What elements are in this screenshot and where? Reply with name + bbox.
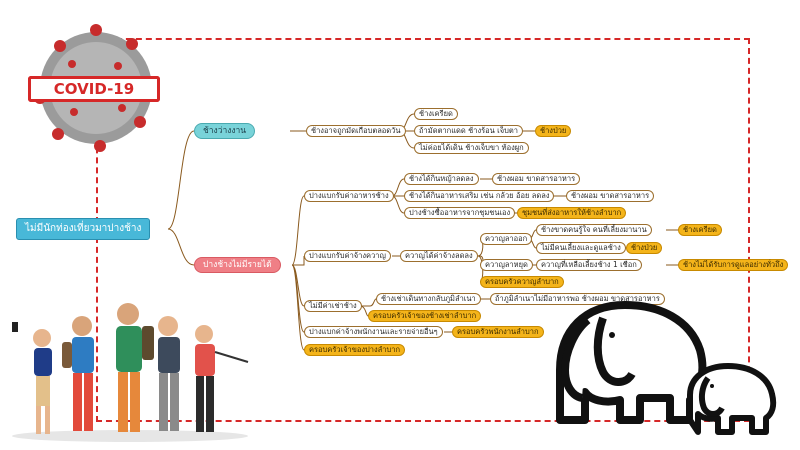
root-node: ไม่มีนักท่องเที่ยวมาปางช้าง bbox=[16, 218, 151, 240]
staff-cost: ปางแบกค่าจ้างพนักงานและรายจ่ายอื่นๆ bbox=[304, 326, 443, 338]
jobless-tied-all-day: ช้างอาจถูกมัดเกือบตลอดวัน bbox=[306, 125, 406, 137]
tourist-1 bbox=[12, 322, 52, 434]
mahout-family-hardship: ครอบครัวควาญลำบาก bbox=[480, 276, 564, 288]
food-result-1: ช้างผอม ขาดสารอาหาร bbox=[492, 173, 581, 185]
food-item-3: ปางช้างซื้ออาหารจากชุมชนเอง bbox=[404, 207, 516, 219]
mahout-quit: ควาญลาออก bbox=[480, 233, 533, 245]
elephant-small-icon bbox=[687, 363, 777, 435]
jobless-effect-2: ถ้ามัดตากแดด ช้างร้อน เจ็บตา bbox=[414, 125, 523, 137]
food-item-1: ช้างได้กินหญ้าลดลง bbox=[404, 173, 479, 185]
mahout-quit-result-1: ช้างเครียด bbox=[678, 224, 722, 236]
food-result-3: ชุมชนที่ส่งอาหารให้ช้างลำบาก bbox=[517, 207, 627, 219]
mahout-wage: ปางแบกรับค่าจ้างควาญ bbox=[304, 250, 391, 262]
mahout-pause: ควาญลาหยุด bbox=[480, 259, 533, 271]
food-cost: ปางแบกรับค่าอาหารช้าง bbox=[304, 190, 394, 202]
food-item-2: ช้างได้กินอาหารเสริม เช่น กล้วย อ้อย ลดล… bbox=[404, 190, 555, 202]
jobless-result-sick: ช้างป่วย bbox=[535, 125, 572, 137]
mahout-reduced-pay: ควาญได้ค่าจ้างลดลง bbox=[400, 250, 478, 262]
branch-jobless: ช้างว่างงาน bbox=[194, 123, 256, 139]
mahout-pause-item: ควาญที่เหลือเลี้ยงช้าง 1 เชือก bbox=[536, 259, 642, 271]
tourist-2 bbox=[62, 316, 94, 431]
line-root-noincome bbox=[167, 228, 195, 266]
mahout-quit-item-1: ช้างขาดคนรู้ใจ คนที่เลี้ยงมานาน bbox=[536, 224, 652, 236]
branch-no-income: ปางช้างไม่มีรายได้ bbox=[194, 257, 281, 273]
rent-elephants-return: ช้างเช่าเดินทางกลับภูมิลำเนา bbox=[376, 293, 481, 305]
mahout-quit-result-2: ช้างป่วย bbox=[626, 242, 663, 254]
rent-owner-family-hardship: ครอบครัวเจ้าของช้างเช่าลำบาก bbox=[368, 310, 482, 322]
line-root-jobless bbox=[167, 130, 195, 230]
mahout-quit-item-2: ไม่มีคนเลี้ยงและดูแลช้าง bbox=[536, 242, 626, 254]
staff-family-hardship: ครอบครัวพนักงานลำบาก bbox=[452, 326, 544, 338]
food-result-2: ช้างผอม ขาดสารอาหาร bbox=[566, 190, 655, 202]
tourist-4 bbox=[158, 316, 180, 431]
tourist-3 bbox=[116, 303, 154, 432]
camp-owner-family-hardship: ครอบครัวเจ้าของปางลำบาก bbox=[304, 344, 405, 356]
covid-19-label: COVID-19 bbox=[28, 76, 160, 102]
jobless-effect-1: ช้างเครียด bbox=[414, 108, 458, 120]
elephant-large-icon bbox=[556, 301, 707, 424]
jobless-effect-3: ไม่ค่อยได้เดิน ช้างเจ็บขา ท้องผูก bbox=[414, 142, 529, 154]
mahout-pause-result: ช้างไม่ได้รับการดูแลอย่างทั่วถึง bbox=[678, 259, 789, 271]
tourist-5 bbox=[195, 325, 249, 432]
no-rental-income: ไม่มีค่าเช่าช้าง bbox=[304, 300, 362, 312]
